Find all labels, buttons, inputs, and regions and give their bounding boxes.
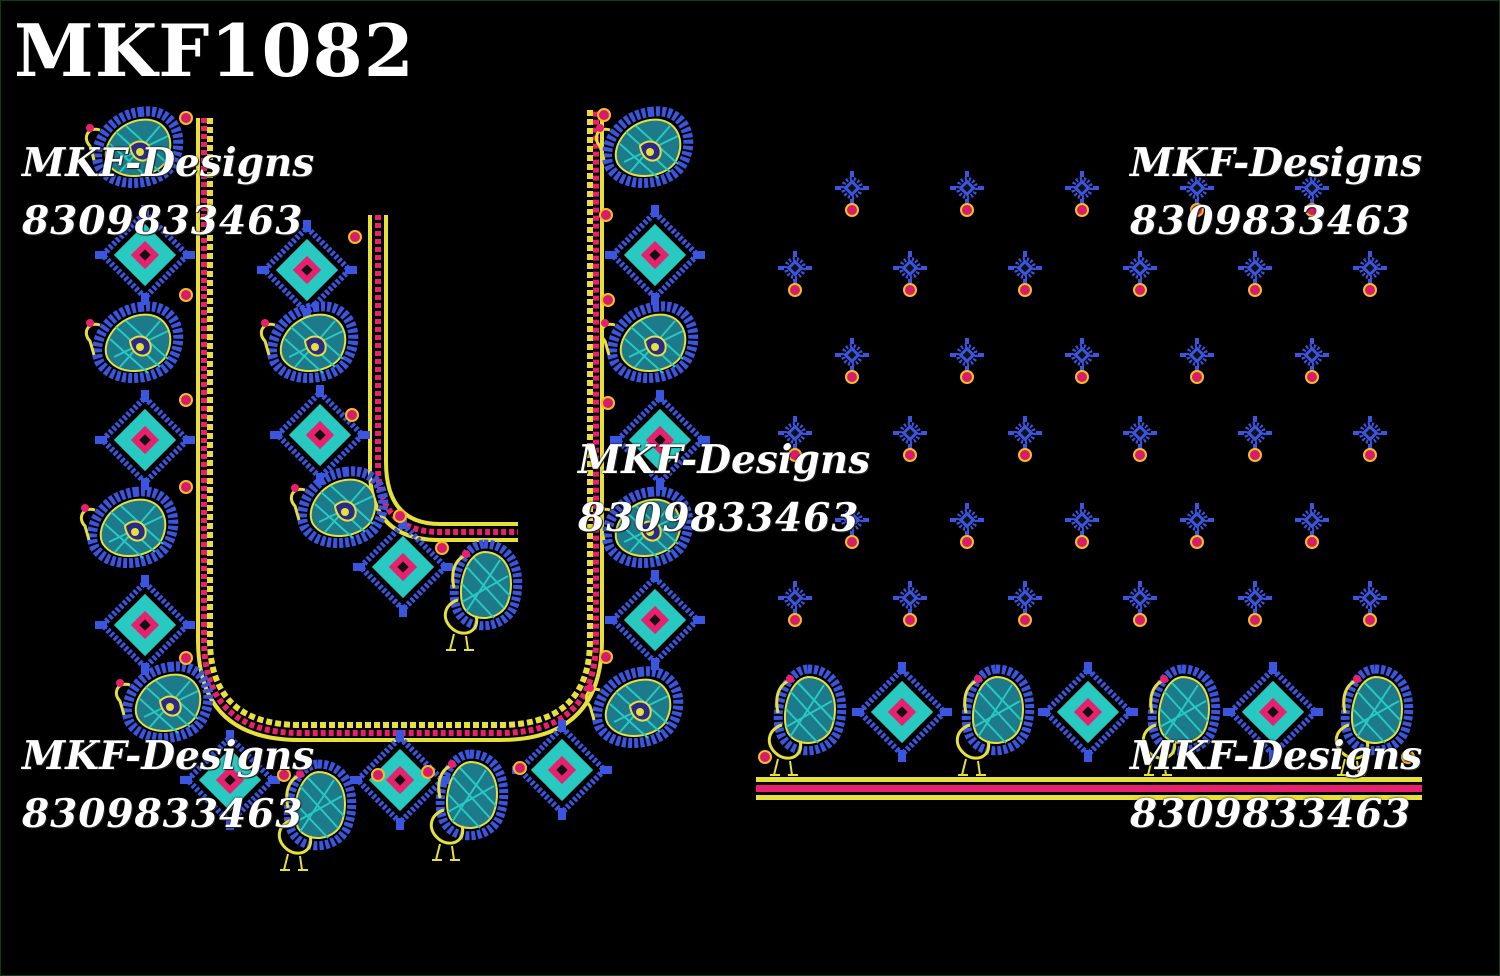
watermark-brand: MKF-Designs: [22, 140, 315, 186]
watermark: MKF-Designs 8309833463: [22, 727, 314, 843]
watermark-brand: MKF-Designs: [1130, 733, 1423, 779]
watermark: MKF-Designs 8309833463: [22, 134, 314, 250]
design-code: MKF1082: [14, 8, 415, 93]
watermark: MKF-Designs 8309833463: [578, 431, 870, 547]
watermark: MKF-Designs 8309833463: [1130, 134, 1422, 250]
watermark-phone: 8309833463: [22, 791, 304, 837]
watermark-phone: 8309833463: [22, 198, 304, 244]
watermark-brand: MKF-Designs: [1130, 140, 1423, 186]
watermark: MKF-Designs 8309833463: [1130, 727, 1422, 843]
watermark-phone: 8309833463: [1130, 791, 1412, 837]
watermark-phone: 8309833463: [578, 495, 860, 541]
watermark-brand: MKF-Designs: [22, 733, 315, 779]
watermark-brand: MKF-Designs: [578, 437, 871, 483]
back-neck-design: [81, 109, 710, 870]
sleeve-design: [756, 169, 1422, 800]
watermark-phone: 8309833463: [1130, 198, 1412, 244]
